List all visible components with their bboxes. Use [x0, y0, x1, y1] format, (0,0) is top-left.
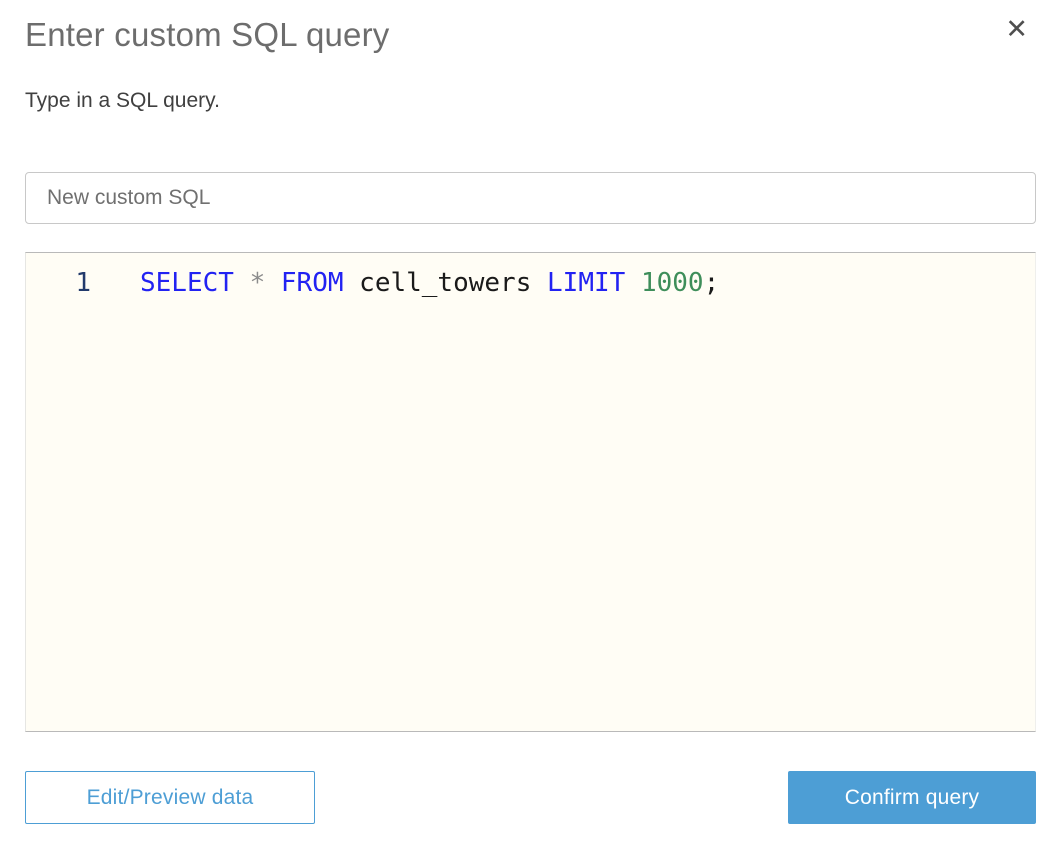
code-token-plain — [234, 268, 250, 298]
dialog-header: Enter custom SQL query ✕ — [25, 0, 1036, 56]
close-icon[interactable]: ✕ — [1005, 14, 1028, 45]
sql-editor[interactable]: 1 SELECT * FROM cell_towers LIMIT 1000; — [25, 252, 1036, 732]
code-token-plain — [265, 268, 281, 298]
line-number: 1 — [75, 268, 91, 298]
editor-line: 1 SELECT * FROM cell_towers LIMIT 1000; — [26, 266, 1035, 300]
code-token-keyword: LIMIT — [547, 268, 626, 298]
page-title: Enter custom SQL query — [25, 16, 390, 53]
code-token-plain: cell_towers — [343, 268, 548, 298]
code-token-keyword: SELECT — [140, 268, 234, 298]
dialog-footer: Edit/Preview data Confirm query — [25, 771, 1036, 824]
code-token-plain — [625, 268, 641, 298]
edit-preview-data-button[interactable]: Edit/Preview data — [25, 771, 315, 824]
query-name-input[interactable] — [25, 172, 1036, 224]
confirm-query-button[interactable]: Confirm query — [788, 771, 1036, 824]
dialog-subtitle: Type in a SQL query. — [25, 89, 220, 112]
code-token-plain: ; — [703, 268, 720, 298]
code-line: SELECT * FROM cell_towers LIMIT 1000; — [91, 266, 719, 300]
code-token-keyword: FROM — [280, 268, 344, 298]
code-token-number: 1000 — [640, 268, 704, 298]
code-token-operator: * — [249, 268, 266, 298]
